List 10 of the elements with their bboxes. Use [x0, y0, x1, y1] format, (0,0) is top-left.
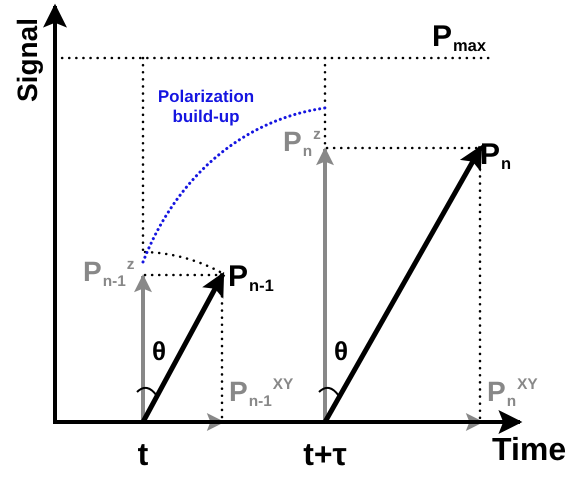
vector-label: P$_{n}$	[480, 140, 512, 170]
curve-label: Polarization build-up	[156, 87, 256, 128]
axis-title: Time	[492, 433, 566, 465]
vector-label: P$_{n-1}$	[228, 262, 274, 292]
axis-title: Signal	[14, 18, 42, 102]
tick-label: t+τ	[303, 438, 347, 470]
level-label: P$_{max}$	[432, 22, 486, 52]
tick-label: t	[138, 438, 148, 470]
angle-label: θ	[152, 338, 166, 364]
angle-label: θ	[334, 338, 348, 364]
